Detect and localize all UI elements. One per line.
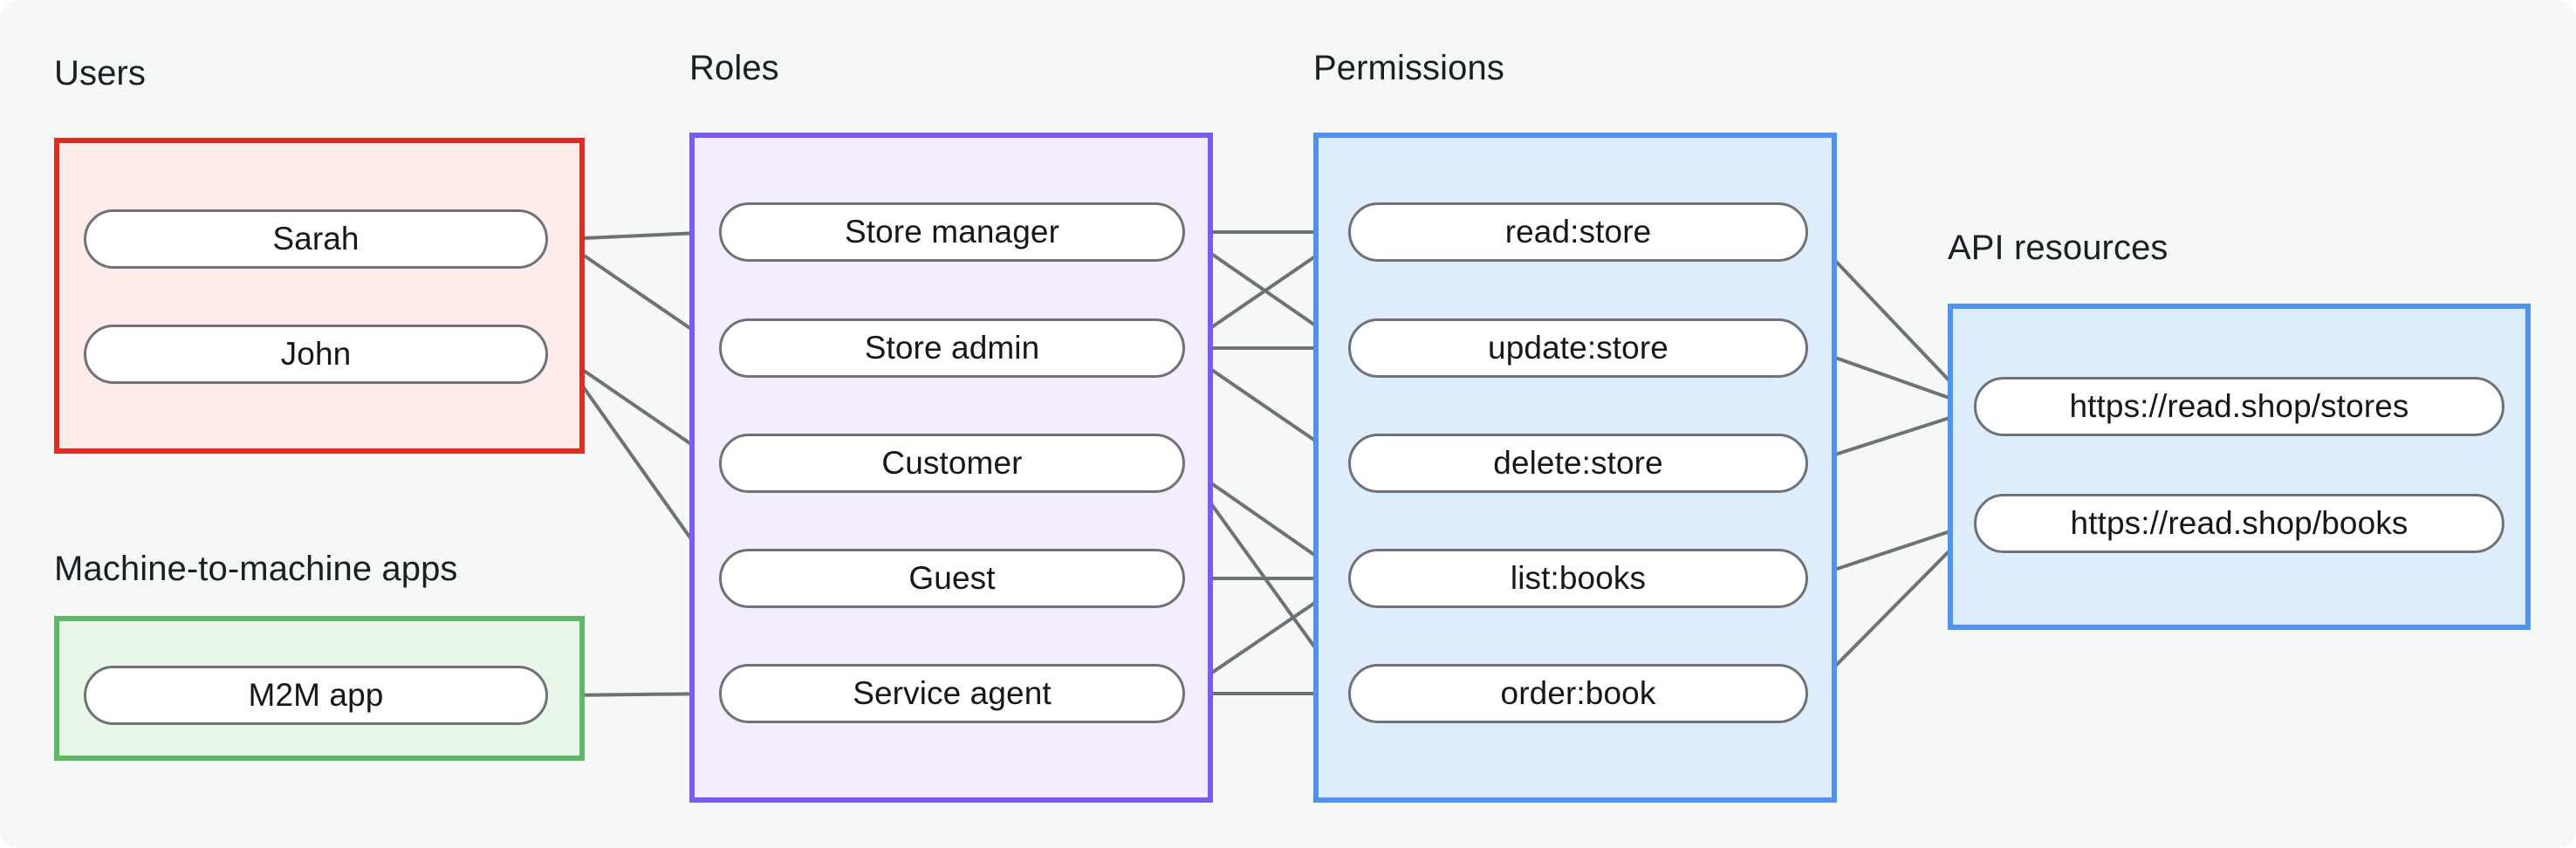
group-label-roles: Roles	[689, 49, 779, 87]
node-role-store-admin[interactable]: Store admin	[719, 318, 1185, 378]
node-api-resource-books[interactable]: https://read.shop/books	[1974, 494, 2504, 553]
node-api-resource-stores[interactable]: https://read.shop/stores	[1974, 377, 2504, 436]
group-label-permissions: Permissions	[1313, 49, 1504, 87]
node-m2m-app[interactable]: M2M app	[84, 666, 548, 725]
node-user-john[interactable]: John	[84, 325, 548, 384]
node-permission-update-store[interactable]: update:store	[1348, 318, 1808, 378]
node-role-customer[interactable]: Customer	[719, 434, 1185, 493]
group-box-users	[54, 138, 585, 454]
node-permission-list-books[interactable]: list:books	[1348, 549, 1808, 608]
node-role-guest[interactable]: Guest	[719, 549, 1185, 608]
group-label-users: Users	[54, 54, 146, 92]
node-permission-read-store[interactable]: read:store	[1348, 202, 1808, 262]
node-role-store-manager[interactable]: Store manager	[719, 202, 1185, 262]
node-permission-delete-store[interactable]: delete:store	[1348, 434, 1808, 493]
node-permission-order-book[interactable]: order:book	[1348, 664, 1808, 723]
group-label-m2m: Machine-to-machine apps	[54, 550, 458, 588]
node-role-service-agent[interactable]: Service agent	[719, 664, 1185, 723]
group-box-api-resources	[1948, 304, 2531, 630]
group-label-api-resources: API resources	[1948, 229, 2168, 267]
node-user-sarah[interactable]: Sarah	[84, 209, 548, 269]
